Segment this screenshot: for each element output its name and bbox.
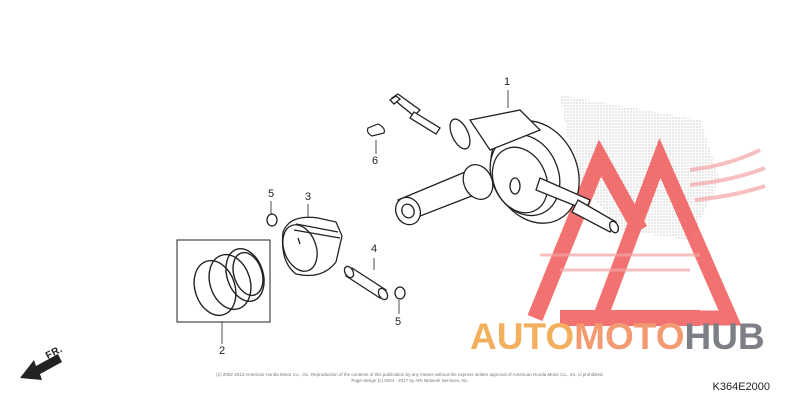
- copyright-notice: (c) 2002-2013 American Honda Motor Co., …: [205, 372, 615, 384]
- watermark-brand: AUTOMOTOHUB: [470, 316, 765, 358]
- piston-pin: [343, 265, 389, 301]
- crankshaft: [388, 93, 620, 234]
- honda-wing-faint: [540, 148, 766, 272]
- watermark-part-b: MOTO: [574, 316, 685, 357]
- ring-set-box: [176, 239, 271, 323]
- callout-5-lower: 5: [395, 316, 402, 328]
- callout-2: 2: [219, 345, 226, 357]
- callout-3: 3: [305, 191, 312, 203]
- piston-ring-set: [193, 248, 265, 317]
- callout-5-upper: 5: [268, 188, 275, 200]
- woodruff-key: [366, 123, 385, 137]
- leader-lines: [221, 90, 509, 344]
- copyright-line-1: (c) 2002-2013 American Honda Motor Co., …: [216, 372, 604, 377]
- front-arrow-icon: [20, 354, 62, 380]
- circlip-lower: [394, 286, 406, 300]
- watermark-part-c: HUB: [684, 316, 765, 357]
- callout-1: 1: [504, 76, 511, 88]
- copyright-line-2: Page design (c) 2004 - 2017 by ARI Netwo…: [351, 378, 469, 383]
- diagram-code: K364E2000: [712, 381, 771, 393]
- watermark-part-a: AUTO: [470, 316, 575, 357]
- callout-6: 6: [372, 155, 379, 167]
- circlip-upper: [266, 213, 278, 227]
- callout-4: 4: [371, 243, 378, 255]
- triangle-logo-icon: [527, 138, 742, 326]
- piston: [281, 216, 343, 277]
